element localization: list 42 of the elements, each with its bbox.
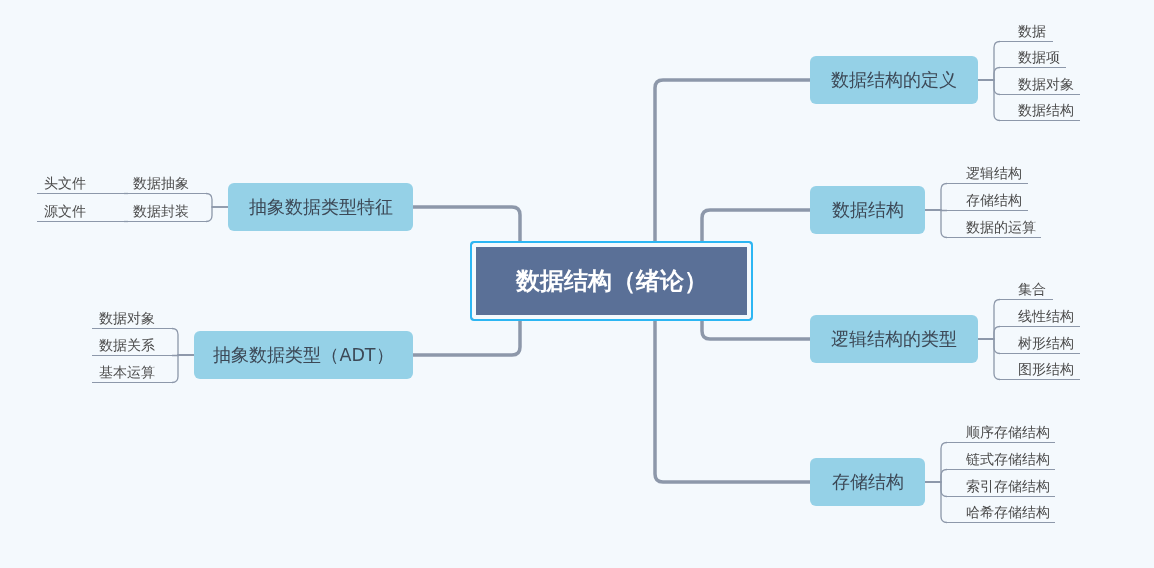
subtopic-label: 数据结构 bbox=[1000, 100, 1080, 121]
connector-line bbox=[123, 220, 129, 223]
subtopic-label: 数据对象 bbox=[92, 308, 172, 329]
topic-box: 抽象数据类型特征 bbox=[228, 183, 413, 231]
connector-line bbox=[653, 321, 810, 484]
subtopic-label: 链式存储结构 bbox=[947, 449, 1055, 470]
connector-line bbox=[924, 209, 948, 239]
topic-box: 存储结构 bbox=[810, 458, 925, 506]
subtopic-label: 顺序存储结构 bbox=[947, 422, 1055, 443]
subtopic-label: 基本运算 bbox=[92, 362, 172, 383]
subtopic-label: 树形结构 bbox=[1000, 333, 1080, 354]
subtopic-label: 集合 bbox=[1000, 279, 1053, 300]
connector-line bbox=[123, 192, 129, 195]
subtopic-label: 存储结构 bbox=[947, 190, 1028, 211]
subtopic-label: 索引存储结构 bbox=[947, 476, 1055, 497]
connector-line bbox=[171, 354, 195, 384]
connector-line bbox=[977, 79, 1001, 122]
subtopic-label: 数据抽象 bbox=[128, 173, 206, 194]
subtopic-label: 哈希存储结构 bbox=[947, 502, 1055, 523]
subtopic-label: 逻辑结构 bbox=[947, 163, 1028, 184]
subtopic-label: 数据封装 bbox=[128, 201, 206, 222]
topic-box: 逻辑结构的类型 bbox=[810, 315, 978, 363]
subtopic-label: 源文件 bbox=[37, 201, 124, 222]
connector-line bbox=[977, 338, 1001, 381]
central-topic-box: 数据结构（绪论） bbox=[470, 241, 753, 321]
connector-line bbox=[413, 205, 522, 241]
subtopic-label: 数据的运算 bbox=[947, 217, 1041, 238]
subtopic-label: 数据 bbox=[1000, 21, 1053, 42]
subtopic-label: 线性结构 bbox=[1000, 306, 1080, 327]
connector-line bbox=[413, 321, 522, 357]
topic-box: 抽象数据类型（ADT） bbox=[194, 331, 413, 379]
subtopic-label: 数据对象 bbox=[1000, 74, 1080, 95]
topic-box: 数据结构 bbox=[810, 186, 925, 234]
subtopic-label: 头文件 bbox=[37, 173, 124, 194]
connector-line bbox=[700, 208, 810, 241]
topic-box: 数据结构的定义 bbox=[810, 56, 978, 104]
connector-line bbox=[205, 206, 229, 223]
connector-line bbox=[653, 78, 810, 241]
connector-line bbox=[924, 481, 948, 524]
subtopic-label: 数据关系 bbox=[92, 335, 172, 356]
subtopic-label: 图形结构 bbox=[1000, 359, 1080, 380]
subtopic-label: 数据项 bbox=[1000, 47, 1066, 68]
